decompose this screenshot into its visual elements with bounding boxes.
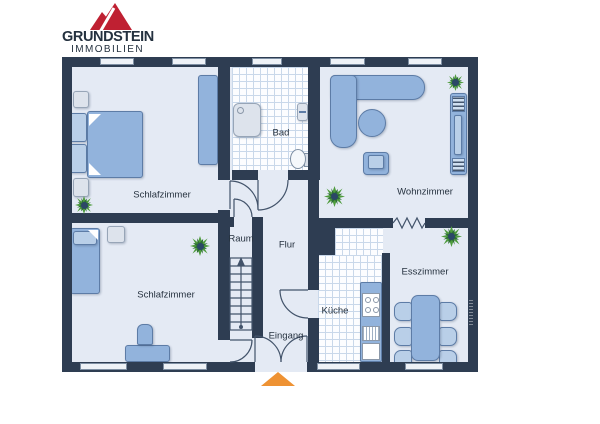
- window: [408, 58, 442, 65]
- wardrobe: [198, 75, 218, 165]
- window: [163, 363, 207, 370]
- room-label-wohnzimmer: Wohnzimmer: [397, 186, 453, 198]
- shelf: [452, 96, 465, 112]
- wall: [62, 362, 255, 372]
- room-label-kueche: Küche: [321, 305, 349, 317]
- wall: [308, 318, 319, 362]
- shower-drain-icon: [237, 107, 244, 114]
- faucet-icon: [299, 111, 306, 113]
- wall: [425, 218, 468, 228]
- shower: [233, 103, 261, 137]
- double-bed: [87, 111, 143, 178]
- wall: [382, 253, 390, 362]
- plant-icon: [190, 236, 210, 256]
- toilet: [290, 149, 306, 169]
- entrance-arrow-icon: [261, 372, 295, 386]
- armchair-seat: [368, 155, 384, 169]
- plant-icon: [447, 74, 464, 91]
- doors-and-stairs-overlay: [229, 179, 426, 363]
- nightstand: [107, 226, 125, 243]
- wall: [307, 362, 478, 372]
- wall: [308, 218, 393, 228]
- tv-screen: [454, 115, 462, 155]
- desk-chair: [137, 324, 153, 345]
- wall: [288, 170, 320, 180]
- plant-icon: [324, 186, 345, 207]
- room-label-raum: Raum: [228, 233, 254, 245]
- wall: [232, 170, 258, 180]
- nightstand: [73, 91, 89, 108]
- window: [172, 58, 206, 65]
- wall: [218, 217, 234, 227]
- brand-subtitle: IMMOBILIEN: [71, 44, 144, 55]
- wall: [218, 67, 230, 180]
- room-label-esszimmer: Esszimmer: [401, 266, 449, 278]
- stove-hob: [362, 293, 380, 317]
- window: [100, 58, 134, 65]
- sofa: [330, 75, 357, 148]
- window: [252, 58, 282, 65]
- wall: [218, 210, 230, 340]
- burner-icon: [373, 297, 379, 303]
- wall: [62, 57, 72, 372]
- brand-logo: GRUNDSTEIN IMMOBILIEN: [62, 2, 154, 55]
- room-label-schlafzimmer-1: Schlafzimmer: [133, 189, 191, 201]
- burner-icon: [365, 297, 371, 303]
- blanket-fold: [88, 230, 98, 240]
- kitchen-tiles: [335, 228, 383, 255]
- brand-name: GRUNDSTEIN: [62, 29, 154, 45]
- burner-icon: [373, 307, 379, 313]
- nightstand: [73, 178, 89, 197]
- wall: [308, 67, 320, 180]
- dining-table: [411, 295, 440, 361]
- burner-icon: [365, 307, 371, 313]
- window: [330, 58, 365, 65]
- wall: [468, 57, 478, 372]
- plant-icon: [441, 226, 462, 247]
- plant-icon: [75, 196, 93, 214]
- wall: [72, 213, 230, 223]
- coffee-table: [358, 109, 386, 137]
- desk: [125, 345, 170, 362]
- wall: [252, 217, 263, 338]
- room-label-schlafzimmer-2: Schlafzimmer: [137, 289, 195, 301]
- window: [317, 363, 360, 370]
- mountain-logo-icon: [90, 3, 132, 30]
- wall: [310, 218, 335, 255]
- floor-plan: Schlafzimmer Schlafzimmer Bad Raum Flur …: [62, 57, 478, 372]
- window: [80, 363, 127, 370]
- room-label-bad: Bad: [272, 127, 290, 139]
- shelf: [452, 158, 465, 172]
- room-label-eingang: Eingang: [268, 330, 304, 342]
- sink-drainer: [362, 326, 380, 341]
- room-label-flur: Flur: [278, 239, 296, 251]
- window: [405, 363, 443, 370]
- oven: [362, 343, 380, 360]
- watermark: [469, 299, 473, 325]
